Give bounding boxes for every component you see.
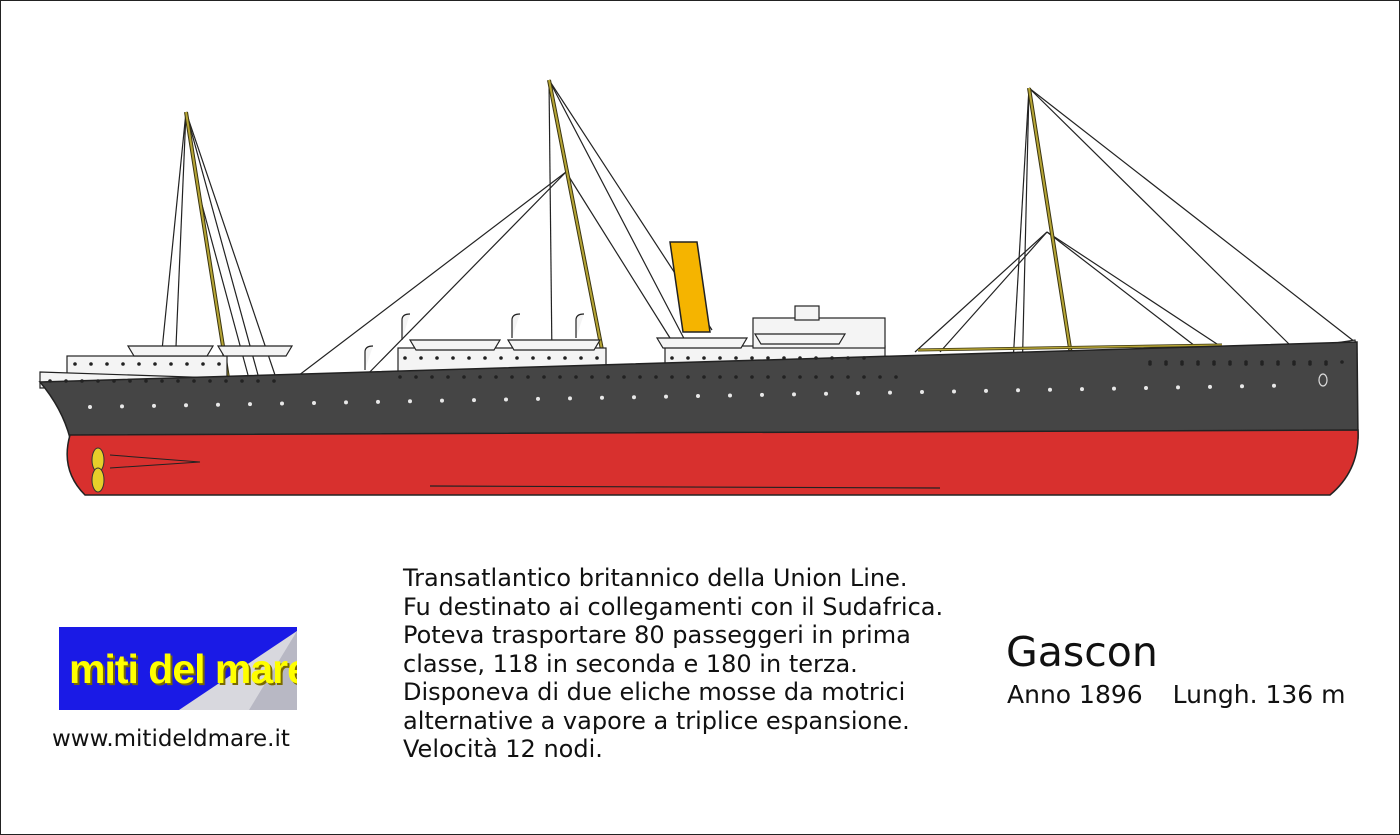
ship-name: Gascon (1006, 628, 1158, 676)
description-line: Velocità 12 nodi. (403, 735, 603, 763)
description-line: alternative a vapore a triplice espansio… (403, 706, 910, 735)
rigging (159, 79, 1356, 383)
description-line: Poteva trasportare 80 passeggeri in prim… (403, 621, 911, 649)
ship-specs: Anno 1896 Lungh. 136 m (1007, 682, 1345, 707)
logo-text: miti del mare (69, 646, 297, 692)
description-line: classe, 118 in seconda e 180 in terza. (403, 649, 858, 678)
ship-illustration (38, 79, 1359, 496)
hull-lower (66, 429, 1359, 496)
website-url[interactable]: www.mitideldmare.it (52, 726, 290, 752)
ship-year: Anno 1896 (1007, 680, 1143, 709)
masts (184, 79, 1077, 381)
funnel (669, 241, 711, 333)
ship-description: Transatlantico britannico della Union Li… (403, 564, 973, 764)
sail-logo-icon (179, 631, 297, 710)
ship-length: Lungh. 136 m (1172, 680, 1346, 709)
propeller (91, 447, 105, 493)
description-line: Fu destinato ai collegamenti con il Suda… (403, 592, 944, 621)
description-line: Disponeva di due eliche mosse da motrici (403, 678, 906, 706)
description-line: Transatlantico britannico della Union Li… (403, 564, 908, 592)
logo: miti del mare (59, 627, 297, 710)
